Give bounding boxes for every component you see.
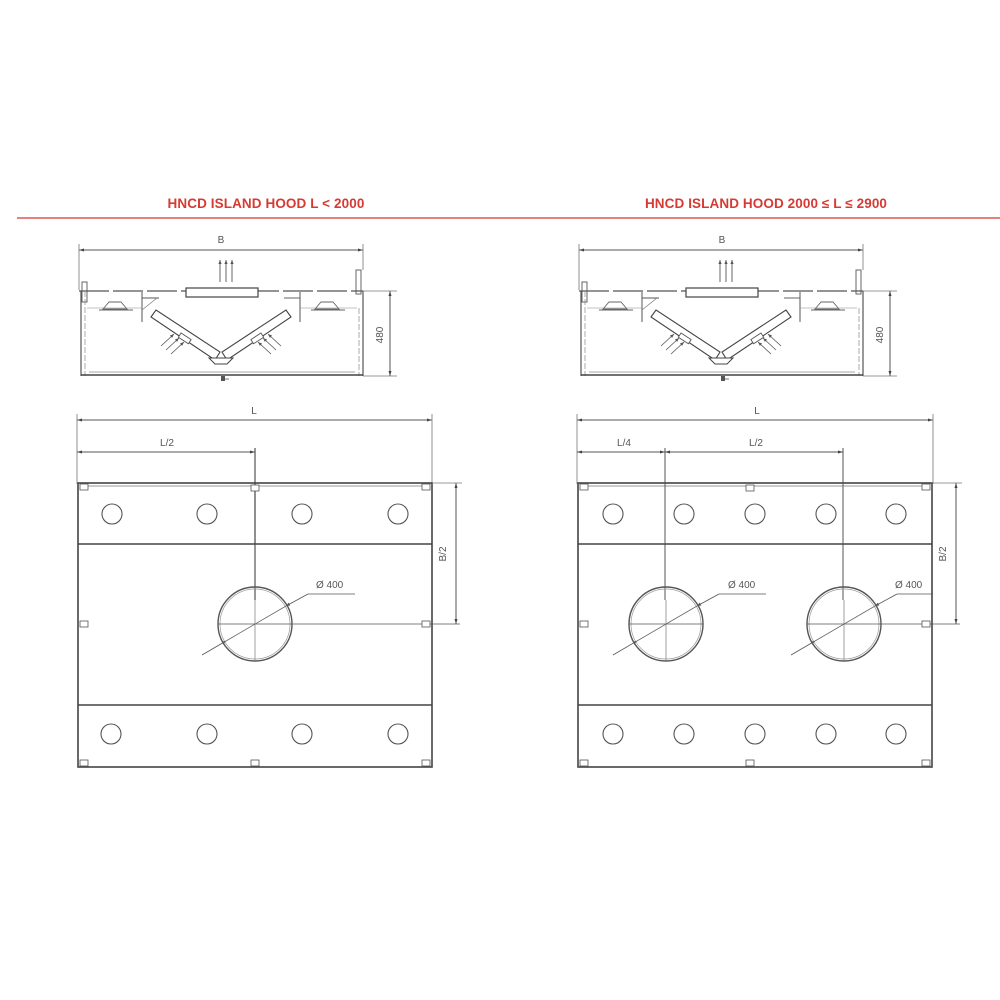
right-section-width-label: B (719, 235, 726, 246)
left-drawing-title: HNCD ISLAND HOOD L < 2000 (167, 196, 365, 211)
left-collar-diameter-label: Ø 400 (316, 580, 344, 591)
right-section-view (579, 244, 897, 381)
right-drawing-title: HNCD ISLAND HOOD 2000 ≤ L ≤ 2900 (644, 196, 888, 211)
title-divider-line (17, 217, 1000, 219)
left-plan-view (76, 414, 462, 768)
right-plan-quarter-length-label: L/4 (617, 438, 631, 449)
left-section-width-label: B (218, 235, 225, 246)
left-plan-length-label: L (251, 406, 257, 417)
right-collar-2-diameter-label: Ø 400 (895, 580, 923, 591)
right-plan-length-label: L (754, 406, 760, 417)
left-plan-depth-label: B/2 (438, 546, 449, 561)
left-section-height-label: 480 (375, 326, 386, 343)
right-plan-view (576, 414, 962, 768)
right-collar-1-diameter-label: Ø 400 (728, 580, 756, 591)
left-section-view (79, 244, 397, 381)
right-plan-half-length-label: L/2 (749, 438, 763, 449)
right-section-height-label: 480 (875, 326, 886, 343)
right-plan-depth-label: B/2 (938, 546, 949, 561)
left-plan-half-length-label: L/2 (160, 438, 174, 449)
